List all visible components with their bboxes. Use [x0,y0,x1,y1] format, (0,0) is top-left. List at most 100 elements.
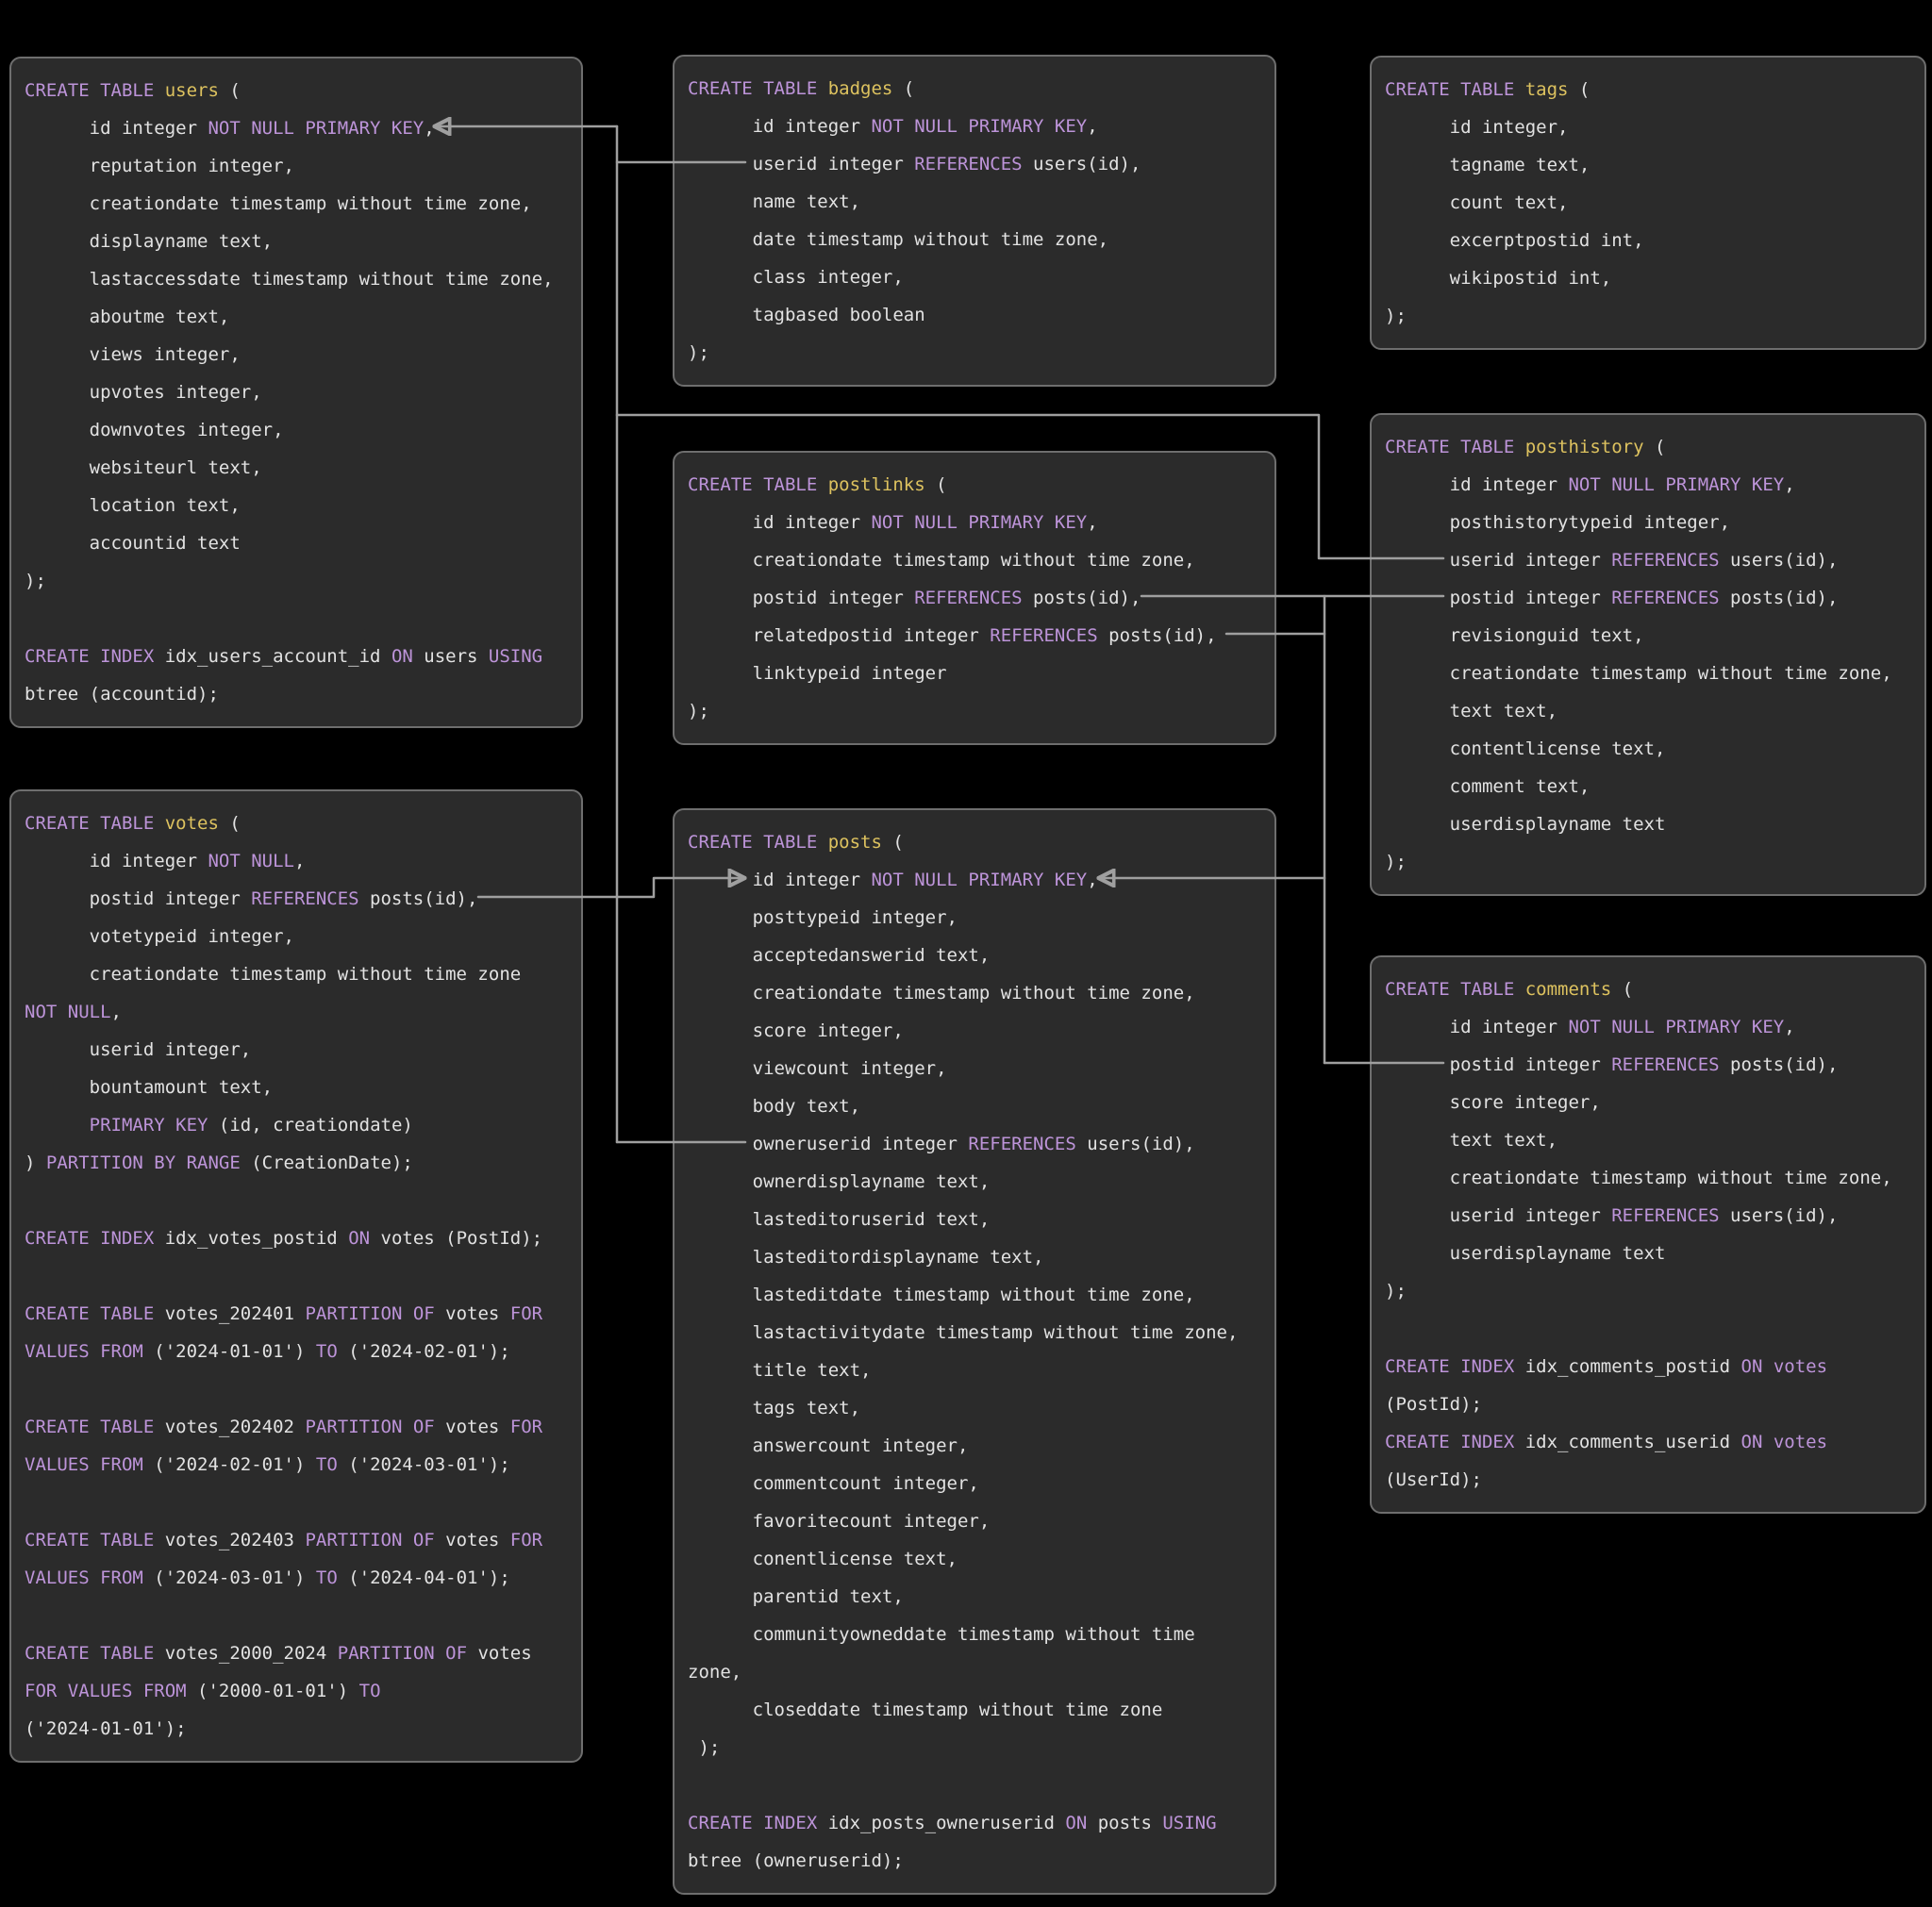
sql-text: idx_comments_userid [1514,1432,1741,1452]
sql-keyword: VALUES FROM [25,1341,143,1362]
sql-keyword: NOT NULL PRIMARY KEY [871,870,1088,890]
code-line: location text, [25,487,570,524]
sql-keyword: CREATE TABLE [25,1303,155,1324]
sql-keyword: PRIMARY KEY [89,1115,208,1136]
code-line: conentlicense text, [688,1540,1263,1578]
sql-text: lastactivitydate timestamp without time … [688,1322,1239,1343]
sql-keyword: USING [488,646,543,667]
sql-text: (id, creationdate) [208,1115,413,1136]
sql-text: ) [25,1152,46,1173]
sql-text: closeddate timestamp without time zone [688,1700,1163,1720]
sql-text: ); [688,342,709,363]
code-line: postid integer REFERENCES posts(id), [1385,1046,1913,1084]
sql-text: posts(id), [1097,625,1217,646]
code-line: userdisplayname text [1385,805,1913,843]
sql-text: zone, [688,1662,742,1683]
table-box-postlinks: CREATE TABLE postlinks ( id integer NOT … [673,451,1276,745]
sql-keyword: VALUES FROM [25,1454,143,1475]
code-line: creationdate timestamp without time zone… [1385,655,1913,692]
code-line: CREATE INDEX idx_comments_postid ON vote… [1385,1348,1913,1385]
sql-text: websiteurl text, [25,457,262,478]
sql-text: answercount integer, [688,1435,969,1456]
sql-keyword: ON [348,1228,371,1249]
sql-text: ( [218,813,241,834]
sql-text: ('2024-01-01'); [25,1718,187,1739]
sql-text: lasteditoruserid text, [688,1209,991,1230]
sql-text: commentcount integer, [688,1473,979,1494]
code-line: revisionguid text, [1385,617,1913,655]
sql-text: ); [688,1737,721,1758]
sql-keyword: FOR VALUES FROM [25,1681,187,1701]
code-line [25,1597,570,1634]
code-line: contentlicense text, [1385,730,1913,768]
code-line: FOR VALUES FROM ('2000-01-01') TO [25,1672,570,1710]
sql-text: creationdate timestamp without time zone… [1385,663,1892,684]
sql-text: id integer [25,851,208,871]
code-line: tagbased boolean [688,296,1263,334]
sql-keyword: NOT NULL PRIMARY KEY [1568,474,1785,495]
sql-text: creationdate timestamp without time zone [25,964,522,985]
sql-text: (CreationDate); [240,1152,413,1173]
code-line: websiteurl text, [25,449,570,487]
sql-text: ('2024-03-01') [142,1567,316,1588]
sql-text: ( [924,474,947,495]
code-line: score integer, [688,1012,1263,1050]
table-box-posts: CREATE TABLE posts ( id integer NOT NULL… [673,808,1276,1895]
code-line: creationdate timestamp without time zone… [688,974,1263,1012]
sql-text: score integer, [1385,1092,1601,1113]
code-line: CREATE TABLE tags ( [1385,71,1913,108]
sql-text: , [293,851,306,871]
code-line: ('2024-01-01'); [25,1710,570,1748]
code-line: ); [1385,843,1913,881]
code-line: userid integer REFERENCES users(id), [1385,1197,1913,1235]
sql-text: (PostId); [1385,1394,1482,1415]
code-line: ); [688,692,1263,730]
sql-text: userid integer [1385,550,1612,571]
sql-text: votes (PostId); [370,1228,543,1249]
sql-text: id integer [688,116,872,137]
sql-text: id integer [25,118,208,139]
sql-text: class integer, [688,267,904,288]
sql-text: votes [434,1303,510,1324]
sql-keyword: PARTITION BY RANGE [45,1152,241,1173]
sql-text: posts(id), [1719,1054,1839,1075]
sql-keyword: REFERENCES [1611,588,1720,608]
sql-keyword: NOT NULL PRIMARY KEY [1568,1017,1785,1037]
code-line [25,600,570,638]
sql-keyword: CREATE TABLE [688,78,828,99]
sql-text: id integer, [1385,117,1569,138]
sql-keyword: CREATE TABLE [1385,437,1525,457]
sql-keyword: REFERENCES [914,588,1023,608]
code-line: viewcount integer, [688,1050,1263,1087]
sql-text: downvotes integer, [25,420,284,440]
code-line: lasteditordisplayname text, [688,1238,1263,1276]
sql-text: text text, [1385,1130,1558,1151]
sql-keyword: PARTITION OF [305,1417,435,1437]
sql-text: title text, [688,1360,872,1381]
code-line: PRIMARY KEY (id, creationdate) [25,1106,570,1144]
sql-text: upvotes integer, [25,382,262,403]
code-line: NOT NULL, [25,993,570,1031]
code-line [25,1370,570,1408]
sql-text: btree (owneruserid); [688,1850,904,1871]
sql-text: users [412,646,489,667]
sql-keyword: CREATE TABLE [1385,979,1525,1000]
sql-keyword: NOT NULL PRIMARY KEY [871,116,1088,137]
sql-keyword: REFERENCES [1611,1205,1720,1226]
code-line: VALUES FROM ('2024-02-01') TO ('2024-03-… [25,1446,570,1484]
code-line: ownerdisplayname text, [688,1163,1263,1201]
sql-text: userdisplayname text [1385,814,1666,835]
sql-text: votes [434,1530,510,1550]
code-line: date timestamp without time zone, [688,221,1263,258]
sql-keyword: ON [1065,1813,1088,1833]
code-line: id integer, [1385,108,1913,146]
code-line: CREATE TABLE votes ( [25,804,570,842]
sql-text: ( [881,832,904,853]
table-name: posts [827,832,882,853]
sql-keyword: ON votes [1740,1432,1828,1452]
code-line: text text, [1385,692,1913,730]
table-box-comments: CREATE TABLE comments ( id integer NOT N… [1370,955,1926,1514]
sql-text: comment text, [1385,776,1591,797]
sql-text: parentid text, [688,1586,904,1607]
code-line: CREATE TABLE postlinks ( [688,466,1263,504]
